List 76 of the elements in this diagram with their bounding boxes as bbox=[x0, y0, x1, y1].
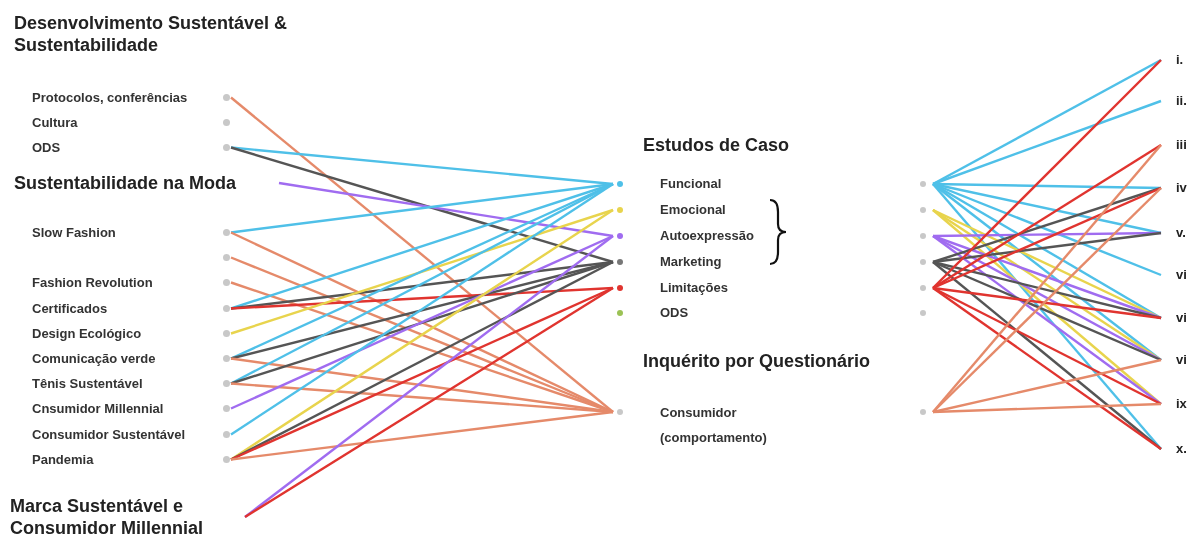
roman-numeral: vi bbox=[1176, 266, 1187, 284]
roman-numeral: iv bbox=[1176, 179, 1187, 197]
connector-line bbox=[230, 286, 614, 310]
roman-numeral: iii bbox=[1176, 136, 1187, 154]
section-heading: Inquérito por Questionário bbox=[643, 350, 871, 372]
connector-line bbox=[932, 58, 1162, 186]
connector-line bbox=[932, 260, 1162, 320]
connector-line bbox=[932, 358, 1162, 414]
bullet-dot bbox=[223, 431, 230, 438]
connector-line bbox=[932, 144, 1162, 289]
connector-line bbox=[932, 183, 1162, 450]
connector-line bbox=[230, 357, 614, 414]
connector-line bbox=[932, 208, 1162, 320]
bullet-dot bbox=[223, 254, 230, 261]
category-label: ODS bbox=[660, 304, 689, 322]
bullet-dot bbox=[223, 380, 230, 387]
topic-label: Consumidor Sustentável bbox=[32, 427, 186, 443]
bullet-dot bbox=[223, 229, 230, 236]
connector-line bbox=[932, 231, 1162, 264]
category-label: Emocional bbox=[660, 201, 726, 219]
roman-numeral: v. bbox=[1176, 224, 1186, 242]
topic-label: Comunicação verde bbox=[32, 351, 156, 367]
topic-label: Cultura bbox=[32, 115, 78, 131]
category-label: Limitações bbox=[660, 279, 728, 297]
section-heading: Desenvolvimento Sustentável & Sustentabilidade bbox=[14, 12, 289, 56]
bullet-dot bbox=[223, 456, 230, 463]
connector-line bbox=[230, 410, 614, 461]
connector-line bbox=[932, 402, 1162, 414]
connector-line bbox=[932, 182, 1162, 235]
connector-line bbox=[932, 59, 1162, 289]
connector-line bbox=[932, 286, 1162, 406]
category-label: Autoexpressão bbox=[660, 227, 754, 245]
roman-numeral: vi bbox=[1176, 309, 1187, 327]
bullet-dot bbox=[223, 330, 230, 337]
connector-line bbox=[932, 99, 1162, 186]
connector-line bbox=[932, 144, 1162, 413]
connector-line bbox=[230, 146, 614, 264]
bullet-dot bbox=[223, 405, 230, 412]
bullet-dot bbox=[223, 119, 230, 126]
topic-label: ODS bbox=[32, 140, 61, 156]
bullet-dot bbox=[223, 279, 230, 286]
roman-numeral: ix bbox=[1176, 395, 1187, 413]
topic-label: Tênis Sustentável bbox=[32, 376, 143, 392]
connector-line bbox=[230, 96, 614, 413]
connector-line bbox=[244, 235, 614, 518]
section-heading: Marca Sustentável e Consumidor Millennial bbox=[10, 495, 204, 539]
topic-label: Certificados bbox=[32, 301, 108, 317]
connector-line bbox=[230, 182, 614, 234]
connector-line bbox=[230, 183, 614, 436]
topic-label: Pandemia bbox=[32, 452, 94, 468]
connector-line bbox=[932, 186, 1162, 290]
category-label: Funcional bbox=[660, 175, 722, 193]
bullet-dot bbox=[223, 144, 230, 151]
connector-line bbox=[932, 286, 1162, 320]
bullet-dot bbox=[223, 94, 230, 101]
connector-line bbox=[230, 281, 614, 414]
bullet-dot bbox=[223, 305, 230, 312]
connector-line bbox=[244, 287, 614, 518]
topic-label: Design Ecológico bbox=[32, 326, 142, 342]
connector-line bbox=[932, 260, 1162, 362]
roman-numeral: vi bbox=[1176, 351, 1187, 369]
topic-label: Protocolos, conferências bbox=[32, 90, 188, 106]
roman-numeral: ii. bbox=[1176, 92, 1187, 110]
connector-line bbox=[278, 181, 614, 238]
topic-label: Cnsumidor Millennial bbox=[32, 401, 164, 417]
topic-label: Slow Fashion bbox=[32, 225, 116, 241]
roman-numeral: x. bbox=[1176, 440, 1187, 458]
section-heading: Sustentabilidade na Moda bbox=[14, 172, 238, 194]
bullet-dot bbox=[223, 355, 230, 362]
topic-label: Fashion Revolution bbox=[32, 275, 153, 291]
connector-line bbox=[230, 208, 614, 335]
connector-line bbox=[230, 260, 614, 360]
roman-numeral: i. bbox=[1176, 51, 1184, 69]
section-heading: Estudos de Caso bbox=[643, 134, 791, 156]
category-label: Marketing bbox=[660, 253, 722, 271]
category-label: Consumidor (comportamento) bbox=[660, 404, 768, 447]
